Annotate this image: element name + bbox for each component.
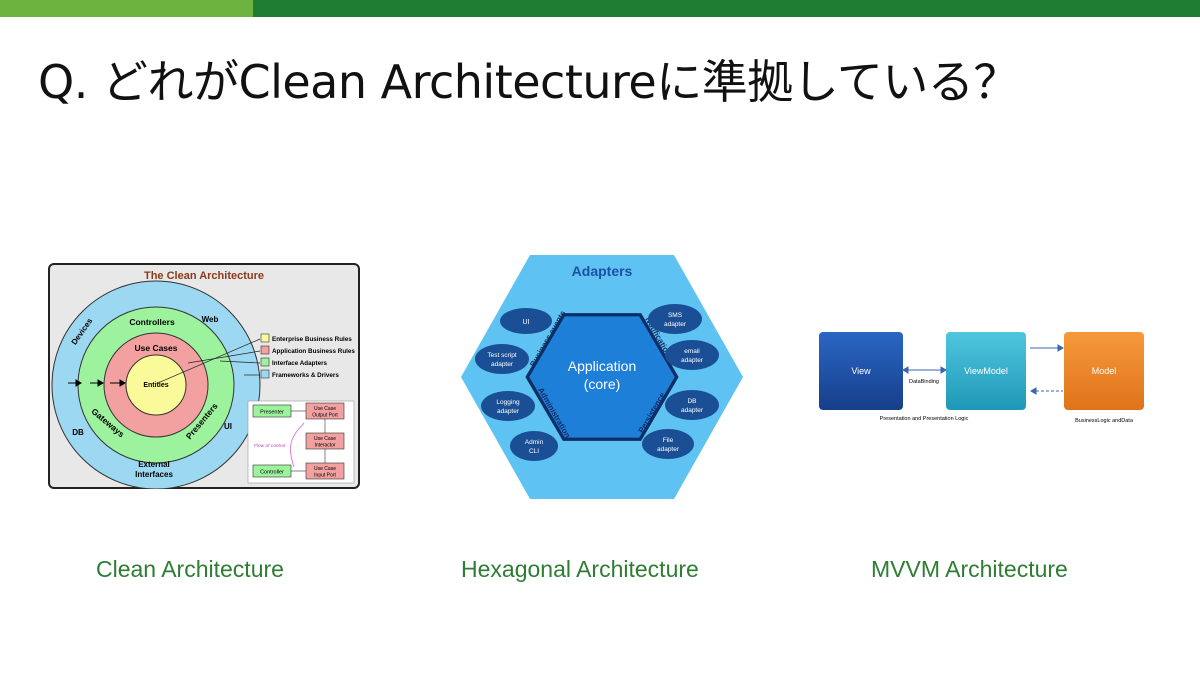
ring-entities	[125, 354, 187, 416]
label-entities: Entities	[143, 382, 168, 389]
viewmodel-label: ViewModel	[964, 366, 1008, 376]
adapter-email: email adapter	[665, 340, 719, 370]
svg-text:adapter: adapter	[681, 407, 704, 414]
adapter-logging: Logging adapter	[481, 391, 535, 421]
caption-mvvm: MVVM Architecture	[871, 556, 1068, 582]
output-port-line1: Use Case	[314, 406, 336, 412]
presenter-label: Presenter	[260, 410, 284, 416]
model-label: Model	[1092, 366, 1117, 376]
caption-hexagonal: Hexagonal Architecture	[461, 556, 699, 582]
business-note: BusinessLogic andData	[1075, 418, 1134, 424]
svg-text:adapter: adapter	[657, 446, 680, 453]
adapter-db: DB adapter	[665, 390, 719, 420]
accent-bar-dark	[253, 0, 1200, 17]
legend-adapters: Interface Adapters	[272, 360, 328, 367]
svg-text:Test script: Test script	[487, 352, 516, 359]
adapter-admin-cli: Admin CLI	[510, 431, 558, 461]
adapter-file: File adapter	[642, 429, 694, 459]
output-port-line2: Output Port	[312, 413, 338, 419]
legend-swatch-adapters	[260, 357, 270, 367]
flow-of-control-curve	[290, 422, 305, 468]
core-line2: (core)	[584, 376, 621, 392]
caption-clean: Clean Architecture	[96, 556, 284, 582]
databinding-label: DataBinding	[909, 379, 939, 385]
svg-text:adapter: adapter	[664, 321, 687, 328]
input-port-line1: Use Case	[314, 466, 336, 472]
adapter-sms: SMS adapter	[648, 304, 702, 334]
clean-architecture-diagram: The Clean Architecture Entities Use Case…	[48, 263, 360, 489]
label-web: Web	[202, 315, 219, 324]
label-controllers: Controllers	[129, 317, 175, 327]
accent-bar-light	[0, 0, 253, 17]
core-line1: Application	[568, 358, 637, 374]
svg-text:DB: DB	[687, 398, 696, 405]
mvvm-architecture-diagram: View ViewModel Model DataBinding Present…	[819, 332, 1144, 424]
flow-of-control-label: Flow of control	[254, 443, 286, 449]
svg-text:SMS: SMS	[668, 312, 683, 319]
svg-text:adapter: adapter	[681, 357, 704, 364]
core-hexagon	[525, 313, 679, 441]
svg-text:Admin: Admin	[525, 439, 544, 446]
adapters-label: Adapters	[572, 263, 633, 279]
legend-swatch-application	[260, 345, 270, 355]
label-ui: UI	[224, 422, 232, 431]
legend-enterprise: Enterprise Business Rules	[272, 336, 352, 343]
controller-label: Controller	[260, 470, 284, 476]
svg-text:UI: UI	[523, 319, 530, 326]
svg-text:adapter: adapter	[497, 408, 520, 415]
view-box	[819, 332, 903, 410]
slide-title: Q. どれがClean Architectureに準拠している？	[38, 55, 1019, 109]
input-port-line2: Input Port	[314, 473, 336, 479]
hexagonal-architecture-diagram: Adapters Application (core) Business eve…	[461, 255, 743, 499]
interactor-line2: Interactor	[314, 443, 335, 449]
diagram-header: The Clean Architecture	[144, 270, 264, 282]
svg-text:adapter: adapter	[491, 361, 514, 368]
label-interfaces: Interfaces	[135, 470, 173, 479]
legend-frameworks: Frameworks & Drivers	[272, 372, 339, 379]
svg-text:CLI: CLI	[529, 448, 539, 455]
svg-text:email: email	[684, 348, 700, 355]
view-label: View	[851, 366, 871, 376]
svg-text:Logging: Logging	[496, 399, 520, 406]
interactor-line1: Use Case	[314, 436, 336, 442]
viewmodel-box	[946, 332, 1026, 410]
legend-swatch-enterprise	[260, 333, 270, 343]
presentation-note: Presentation and Presentation Logic	[880, 416, 969, 422]
legend-application: Application Business Rules	[272, 348, 355, 355]
label-external: External	[138, 460, 170, 469]
label-db: DB	[72, 428, 84, 437]
adapter-ui: UI	[500, 308, 552, 334]
label-use-cases: Use Cases	[134, 343, 177, 353]
legend-swatch-frameworks	[260, 369, 270, 379]
svg-text:File: File	[663, 437, 674, 444]
adapter-test-script: Test script adapter	[475, 344, 529, 374]
model-box	[1064, 332, 1144, 410]
